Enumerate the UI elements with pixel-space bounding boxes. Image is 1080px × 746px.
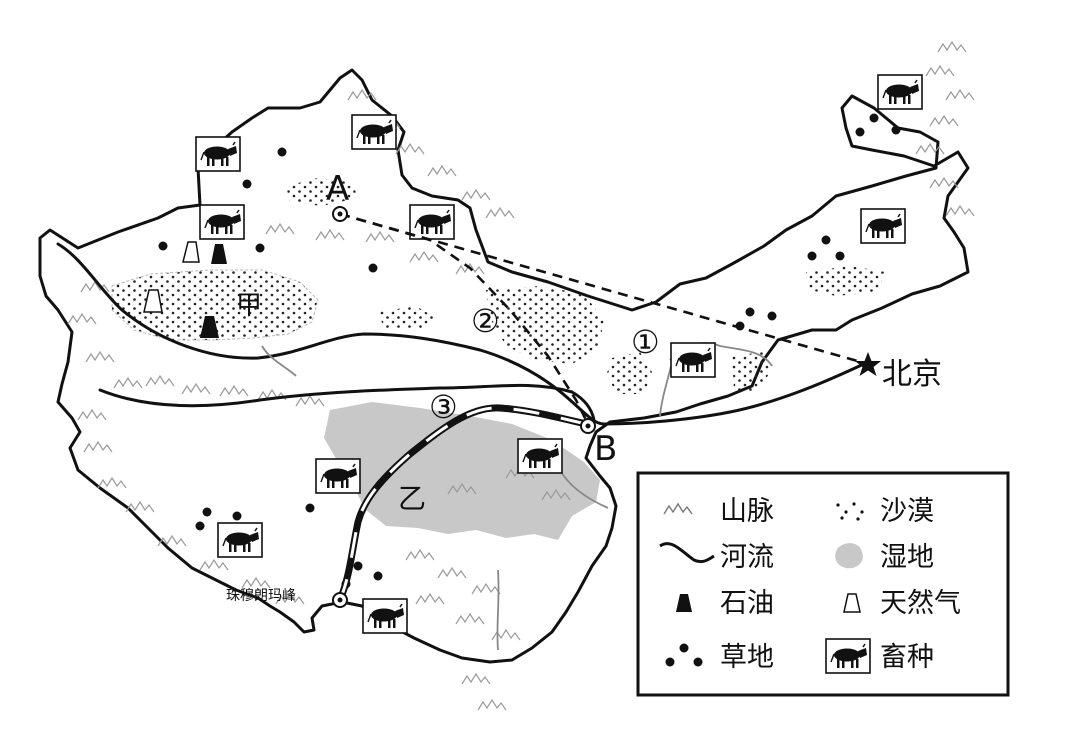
desert-dots-icon [836, 502, 864, 521]
legend: 山脉 沙漠 河流 湿地 石油 天然气 草地 畜种 [636, 471, 1010, 697]
point-label-a: A [326, 169, 349, 209]
grassland-dots [158, 113, 901, 589]
wetland-area [324, 402, 600, 540]
route-3-railway-inner [338, 406, 587, 601]
peak-label: 珠穆朗玛峰 [226, 588, 296, 604]
legend-label-river: 河流 [720, 542, 774, 573]
region-label-yi: 乙 [398, 482, 426, 515]
gas-icon [143, 289, 163, 313]
legend-label-oil: 石油 [720, 588, 774, 619]
mountain-icon [663, 502, 693, 515]
desert-areas [111, 178, 886, 394]
routes [336, 212, 869, 602]
route-label-3: ③ [429, 388, 458, 426]
route-label-1: ① [631, 323, 660, 361]
legend-label-mountain: 山脉 [720, 496, 774, 527]
city-label-beijing: 北京 [882, 357, 942, 392]
rivers [56, 242, 870, 426]
point-label-b: B [594, 429, 617, 469]
legend-label-grassland: 草地 [720, 642, 774, 673]
gas-trapezoid-icon [843, 593, 861, 613]
legend-frame [636, 471, 1010, 697]
wetland-blob-icon [835, 543, 863, 569]
legend-label-desert: 沙漠 [880, 496, 934, 527]
legend-label-wetland: 湿地 [880, 542, 934, 573]
oil-icon [211, 244, 227, 264]
region-label-jia: 甲 [236, 291, 262, 321]
point-markers [332, 206, 881, 608]
oil-trapezoid-icon [676, 594, 692, 612]
gas-icon [182, 241, 200, 263]
beijing-star-icon [855, 352, 881, 376]
energy-symbols [143, 241, 227, 338]
territory-outline [38, 68, 970, 664]
cattle-icon [825, 638, 871, 674]
route-label-2: ② [471, 302, 500, 340]
route-2 [339, 212, 590, 425]
legend-label-livestock: 畜种 [880, 642, 934, 673]
legend-label-gas: 天然气 [880, 588, 961, 619]
oil-icon [200, 316, 219, 338]
grassland-dots-icon [665, 643, 703, 667]
river-line-icon [659, 542, 715, 564]
